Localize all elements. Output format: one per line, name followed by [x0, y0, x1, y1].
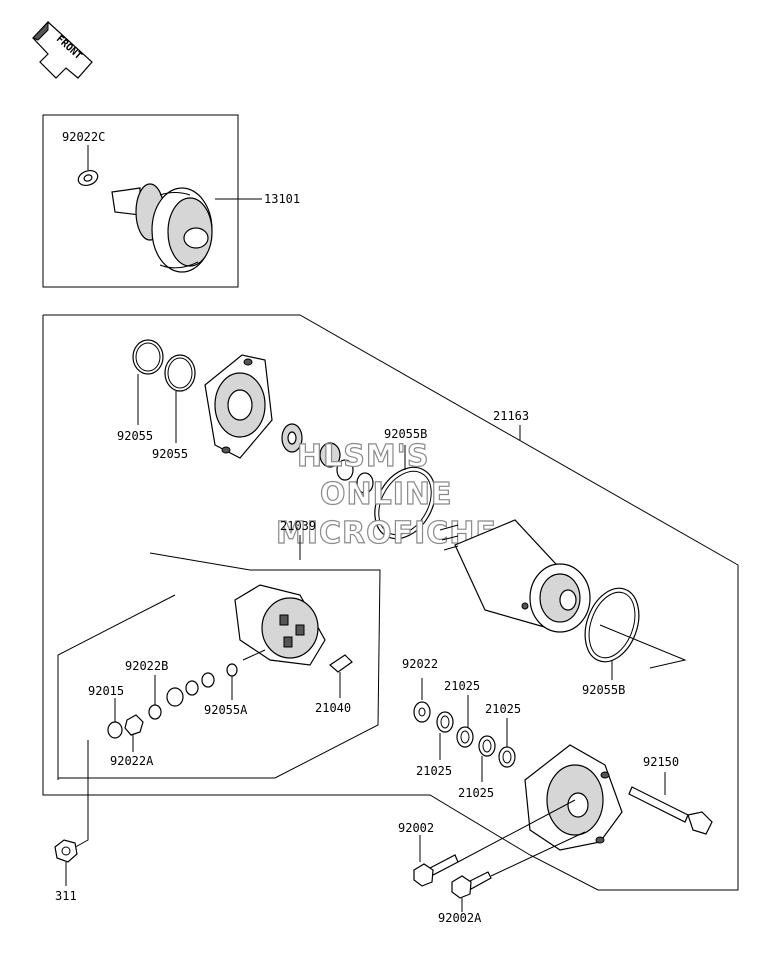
label-21163: 21163 — [493, 409, 529, 423]
rear-cover-part — [524, 744, 623, 851]
bolt-92002A — [451, 871, 492, 899]
o-ring-92055-b — [164, 354, 196, 392]
washer-92022B — [148, 704, 162, 720]
label-92002A: 92002A — [438, 911, 482, 925]
washer-21025-a — [436, 711, 454, 733]
terminal-clip-part — [329, 654, 353, 673]
label-92002: 92002 — [398, 821, 434, 835]
washer-92022 — [413, 701, 431, 723]
washer-21025-b — [456, 726, 474, 748]
bearing-part — [319, 442, 341, 468]
label-92055B-top: 92055B — [384, 427, 427, 441]
bendix-assembly-box — [42, 114, 239, 288]
label-21025-a: 21025 — [444, 679, 480, 693]
label-92022B: 92022B — [125, 659, 168, 673]
label-311: 311 — [55, 889, 77, 903]
label-92150: 92150 — [643, 755, 679, 769]
washer-92015 — [107, 721, 123, 739]
front-arrow-icon: FRONT — [32, 20, 93, 79]
bolt-92150 — [628, 786, 713, 835]
front-cover-part — [204, 354, 273, 459]
starter-assembly-outline — [42, 314, 739, 891]
label-21025-b: 21025 — [485, 702, 521, 716]
label-21025-c: 21025 — [416, 764, 452, 778]
washer-21025-d — [498, 746, 516, 768]
brush-holder-part — [234, 584, 326, 666]
label-92022A: 92022A — [110, 754, 154, 768]
nut-92022A — [124, 714, 144, 736]
label-92055A: 92055A — [204, 703, 248, 717]
label-92015: 92015 — [88, 684, 124, 698]
o-ring-92055A — [226, 663, 238, 677]
o-ring-92055-a — [132, 339, 164, 375]
nut-311 — [54, 839, 78, 863]
label-92055-a: 92055 — [117, 429, 153, 443]
bendix-drive-part — [77, 169, 213, 273]
o-ring-92055B-bottom — [584, 587, 640, 663]
motor-yoke-part — [439, 519, 591, 633]
bolt-92002 — [413, 854, 459, 887]
label-92022: 92022 — [402, 657, 438, 671]
label-21025-d: 21025 — [458, 786, 494, 800]
label-92055B-bottom: 92055B — [582, 683, 625, 697]
washer-21025-c — [478, 735, 496, 757]
label-92022C: 92022C — [62, 130, 105, 144]
watermark-line-1: HLSM'S — [297, 439, 429, 474]
watermark: HLSM'S ONLINE MICROFICHE — [275, 438, 496, 551]
label-21039: 21039 — [280, 519, 316, 533]
label-21040: 21040 — [315, 701, 351, 715]
label-92055-b: 92055 — [152, 447, 188, 461]
watermark-line-2: ONLINE — [320, 477, 453, 512]
label-13101: 13101 — [264, 192, 300, 206]
